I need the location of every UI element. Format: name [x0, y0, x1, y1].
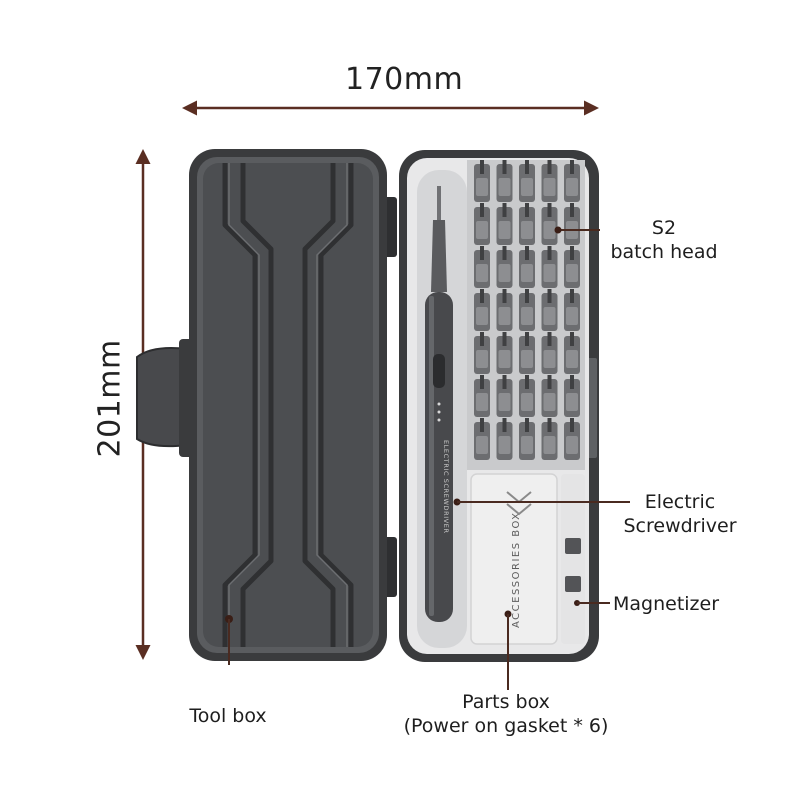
screwdriver-bit: [496, 246, 513, 288]
indicator-dot-2: [437, 410, 441, 414]
screwdriver-bit: [474, 203, 490, 245]
bits-callout-line1: S2: [651, 217, 677, 239]
screwdriver-bit: [541, 375, 558, 417]
screwdriver-bit: [519, 375, 535, 417]
screwdriver-bit: [519, 418, 535, 460]
screwdriver-bit: [496, 160, 513, 202]
accessories-box-label: ACCESSORIES BOX: [511, 511, 522, 628]
screwdriver-bit: [496, 203, 513, 245]
magnetizer-slot-2: [565, 576, 581, 592]
screwdriver-tip: [437, 186, 441, 220]
screwdriver-bit: [519, 160, 535, 202]
screwdriver-body-highlight: [429, 296, 434, 616]
screwdriver-callout: Electric Screwdriver: [610, 490, 750, 538]
parts-box-callout: Parts box (Power on gasket * 6): [386, 690, 626, 738]
screwdriver-bit: [474, 332, 490, 374]
parts-box-callout-line1: Parts box: [462, 691, 550, 713]
accessories-box: [470, 473, 558, 645]
box-chevron-2: [506, 503, 532, 516]
height-dimension-label: 201mm: [92, 339, 128, 458]
screwdriver-bit: [519, 289, 535, 331]
screwdriver-bit: [564, 289, 580, 331]
screwdriver-collet: [431, 220, 447, 292]
screwdriver-bit: [564, 332, 580, 374]
screwdriver-bit: [519, 203, 535, 245]
screwdriver-bit: [496, 418, 513, 460]
indicator-dot-1: [437, 402, 441, 406]
screwdriver-bit: [564, 246, 580, 288]
power-button: [433, 354, 445, 388]
screwdriver-bit: [564, 203, 580, 245]
lid-inner-surface: [203, 163, 373, 647]
screwdriver-bit: [541, 418, 558, 460]
tool-box-callout-line1: Tool box: [189, 705, 267, 727]
screwdriver-bit: [519, 246, 535, 288]
screwdriver-bit: [519, 332, 535, 374]
indicator-dot-3: [437, 418, 441, 422]
width-dimension-label: 170mm: [345, 62, 464, 97]
bits-callout-line2: batch head: [610, 241, 718, 263]
screwdriver-bit: [474, 246, 490, 288]
electric-screwdriver: ELECTRIC SCREWDRIVER: [425, 186, 461, 622]
screwdriver-print: ELECTRIC SCREWDRIVER: [442, 440, 450, 534]
magnetizer-slot-1: [565, 538, 581, 554]
screwdriver-bit: [496, 332, 513, 374]
lid-rib-pattern: [222, 163, 354, 647]
screwdriver-bit: [564, 160, 580, 202]
screwdriver-bit: [496, 289, 513, 331]
screwdriver-bit: [541, 160, 558, 202]
screwdriver-bit: [474, 375, 490, 417]
screwdriver-bit: [474, 418, 490, 460]
screwdriver-bit: [541, 332, 558, 374]
screwdriver-bit: [564, 375, 580, 417]
screwdriver-bit: [496, 375, 513, 417]
bits-marker: [554, 226, 562, 234]
magnetizer-callout: Magnetizer: [613, 592, 733, 616]
screwdriver-bit: [474, 289, 490, 331]
screwdriver-bit: [541, 203, 558, 245]
screwdriver-bit: [564, 418, 580, 460]
screwdriver-callout-line2: Screwdriver: [623, 515, 737, 537]
lid-rib-highlight: [228, 163, 348, 647]
magnetizer-callout-line1: Magnetizer: [613, 593, 720, 615]
tool-box-callout: Tool box: [168, 704, 288, 728]
screwdriver-callout-line1: Electric: [644, 491, 716, 513]
bits-callout: S2 batch head: [604, 216, 724, 264]
bit-grid: [474, 160, 580, 460]
screwdriver-bit: [541, 289, 558, 331]
parts-box-callout-line2: (Power on gasket * 6): [403, 715, 609, 737]
tool-box-lid: [136, 149, 397, 665]
screwdriver-bit: [474, 160, 490, 202]
screwdriver-bit: [541, 246, 558, 288]
